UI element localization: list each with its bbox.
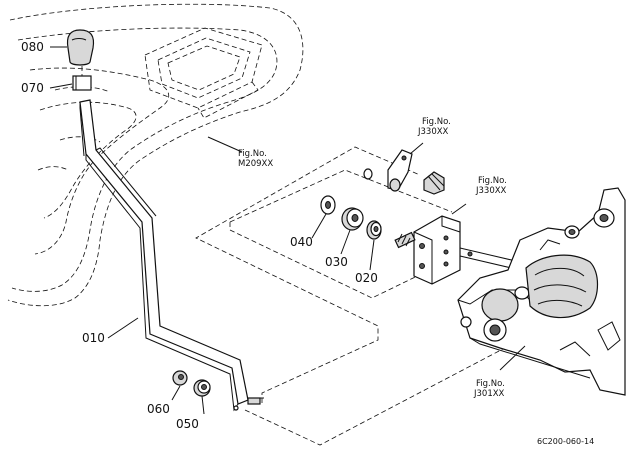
clip-part [72, 75, 92, 91]
part-number-060: 060 [147, 402, 170, 416]
transmission-housing [457, 187, 626, 396]
spacer-030 [341, 207, 364, 231]
knob-part [66, 29, 95, 66]
nut-060 [172, 370, 188, 386]
lever-part [79, 99, 264, 412]
fig-ref-j301-title: Fig.No. [476, 379, 505, 389]
linkage-small-parts [363, 149, 445, 195]
part-number-050: 050 [176, 417, 199, 431]
part-number-010: 010 [82, 331, 105, 345]
part-number-020: 020 [355, 271, 378, 285]
fig-ref-j330b-title: Fig.No. [478, 176, 507, 186]
part-number-070: 070 [21, 81, 44, 95]
part-number-080: 080 [21, 40, 44, 54]
fig-ref-j330b-code: J330XX [475, 186, 507, 196]
part-number-040: 040 [290, 235, 313, 249]
spacer-050 [193, 379, 211, 397]
floor-panel-outline [7, 3, 304, 307]
collar-020 [366, 220, 382, 240]
part-number-030: 030 [325, 255, 348, 269]
fig-ref-j330a-code: J330XX [417, 127, 449, 137]
drawing-code: 6C200-060-14 [537, 437, 594, 446]
assembly-guide-lines [195, 146, 521, 446]
fig-ref-m209-title: Fig.No. [238, 149, 267, 159]
leader-lines [49, 46, 526, 415]
fig-ref-m209-code: M209XX [238, 159, 273, 169]
fig-ref-j301-code: J301XX [473, 389, 505, 399]
washer-040 [320, 195, 336, 215]
fig-ref-j330a-title: Fig.No. [422, 117, 451, 127]
bracket-plate [394, 215, 521, 285]
